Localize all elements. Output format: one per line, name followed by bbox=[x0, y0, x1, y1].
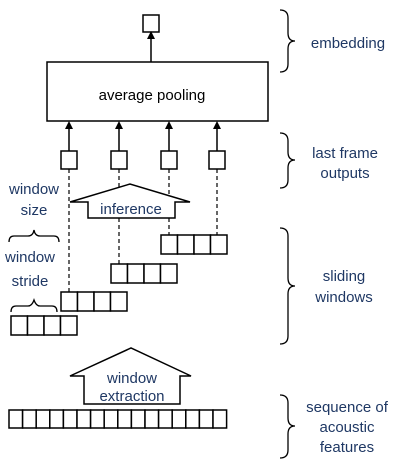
sliding-windows bbox=[10, 234, 228, 336]
window-size-label-line2: size bbox=[21, 202, 48, 219]
feature-frame-cell bbox=[117, 409, 133, 429]
window-extraction-label-line1: window bbox=[106, 370, 157, 387]
last-frame-output-box bbox=[208, 150, 226, 170]
average-pooling-box bbox=[46, 61, 269, 122]
feature-frame-cell bbox=[103, 409, 119, 429]
feature-sequence-label-line2: acoustic bbox=[319, 419, 375, 436]
acoustic-feature-sequence bbox=[8, 409, 228, 429]
window-frame-cell bbox=[126, 263, 145, 284]
sliding-windows-label-line2: windows bbox=[314, 289, 373, 306]
window-stride-label-line2: stride bbox=[12, 273, 49, 290]
brace-embedding bbox=[279, 9, 296, 73]
embedding-box bbox=[142, 14, 160, 33]
right-braces bbox=[279, 9, 296, 459]
window-to-output-connectors bbox=[68, 169, 218, 292]
feature-frame-cell bbox=[21, 409, 37, 429]
window-frame-cell bbox=[10, 315, 29, 336]
last-frame-output-box bbox=[60, 150, 78, 170]
feature-frame-cell bbox=[198, 409, 214, 429]
window-frame-cell bbox=[60, 291, 79, 312]
window-frame-cell bbox=[143, 263, 162, 284]
brace-last-frame bbox=[279, 132, 296, 189]
brace-sliding-windows bbox=[279, 227, 296, 345]
window-size-label-line1: window bbox=[8, 181, 59, 198]
feature-frame-cell bbox=[35, 409, 51, 429]
feature-frame-cell bbox=[49, 409, 65, 429]
average-pooling-label: average pooling bbox=[99, 87, 206, 104]
window-frame-cell bbox=[176, 234, 195, 255]
feature-frame-cell bbox=[212, 409, 228, 429]
window-frame-cell bbox=[26, 315, 45, 336]
window-frame-cell bbox=[93, 291, 112, 312]
feature-frame-cell bbox=[171, 409, 187, 429]
window-frame-cell bbox=[110, 263, 129, 284]
feature-sequence-label-line3: features bbox=[320, 439, 374, 456]
window-frame-cell bbox=[109, 291, 128, 312]
window-frame-cell bbox=[209, 234, 228, 255]
window-size-brace bbox=[8, 229, 60, 243]
feature-frame-cell bbox=[144, 409, 160, 429]
feature-frame-cell bbox=[157, 409, 173, 429]
window-frame-cell bbox=[76, 291, 95, 312]
window-extraction-arrow-shape bbox=[69, 347, 192, 405]
last-frame-label-line1: last frame bbox=[312, 145, 378, 162]
inference-arrow-shape bbox=[69, 183, 191, 219]
feature-frame-cell bbox=[89, 409, 105, 429]
last-frame-output-box bbox=[110, 150, 128, 170]
sliding-windows-label-line1: sliding bbox=[323, 268, 366, 285]
feature-frame-cell bbox=[130, 409, 146, 429]
window-frame-cell bbox=[43, 315, 62, 336]
window-extraction-label-line2: extraction bbox=[99, 388, 164, 405]
feature-frame-cell bbox=[185, 409, 201, 429]
feature-frame-cell bbox=[8, 409, 24, 429]
last-frame-output-box bbox=[160, 150, 178, 170]
window-frame-cell bbox=[59, 315, 78, 336]
window-frame-cell bbox=[160, 234, 179, 255]
brace-features bbox=[279, 394, 296, 459]
feature-frame-cell bbox=[76, 409, 92, 429]
embedding-label: embedding bbox=[311, 35, 385, 52]
window-frame-cell bbox=[193, 234, 212, 255]
window-frame-cell bbox=[159, 263, 178, 284]
pooling-input-arrows bbox=[65, 121, 221, 151]
last-frame-outputs bbox=[60, 150, 226, 170]
window-stride-label-line1: window bbox=[4, 249, 55, 266]
feature-frame-cell bbox=[62, 409, 78, 429]
last-frame-label-line2: outputs bbox=[320, 165, 369, 182]
feature-sequence-label-line1: sequence of bbox=[306, 399, 389, 416]
inference-label: inference bbox=[100, 201, 162, 218]
window-stride-brace bbox=[10, 297, 58, 313]
